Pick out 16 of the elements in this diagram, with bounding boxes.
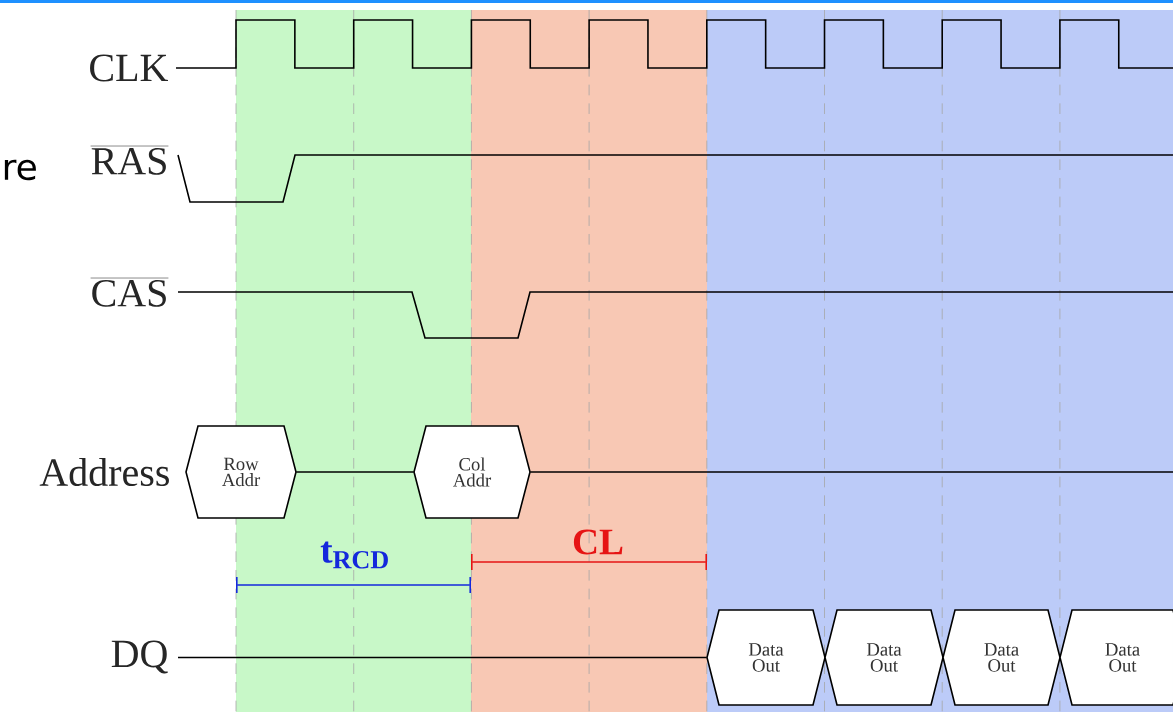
timing-label: CL — [573, 529, 623, 555]
signal-name: DQ — [111, 640, 168, 674]
bus-value-hexagon: Data Out — [706, 609, 826, 706]
bus-value-hexagon: Data Out — [1059, 609, 1173, 706]
signal-name: CLK — [90, 54, 168, 82]
bus-value-hexagon: Row Addr — [185, 425, 297, 519]
signal-line — [177, 656, 708, 659]
cropped-text: re — [4, 159, 36, 181]
signal-line — [529, 471, 1173, 473]
bus-value-hexagon: Data Out — [942, 609, 1061, 706]
bus-value-hexagon: Col Addr — [413, 425, 531, 519]
bus-value-hexagon: Data Out — [824, 609, 944, 706]
signal-name: CAS — [90, 277, 169, 307]
signal-line — [295, 471, 415, 473]
signal-name: RAS — [90, 145, 169, 175]
timing-label: t$_{RCD}$ — [320, 541, 388, 569]
